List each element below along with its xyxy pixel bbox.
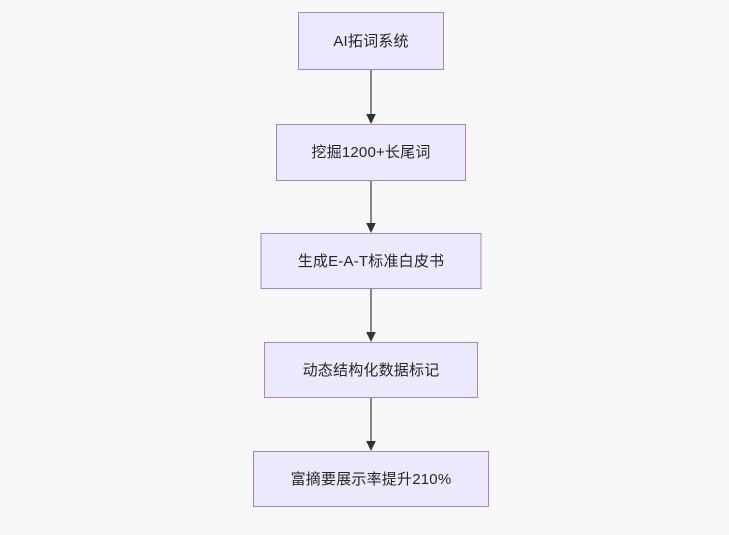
flow-node-label: AI拓词系统	[333, 32, 409, 50]
edge-n4-to-n5	[364, 398, 378, 451]
edge-n2-to-n3	[364, 181, 378, 233]
flow-node-generate-eat-whitepaper[interactable]: 生成E-A-T标准白皮书	[260, 233, 482, 289]
flow-node-label: 富摘要展示率提升210%	[290, 470, 452, 488]
flow-node-mine-longtail-keywords[interactable]: 挖掘1200+长尾词	[276, 124, 466, 181]
flow-node-label: 动态结构化数据标记	[302, 361, 440, 379]
flow-node-rich-snippet-impression-lift[interactable]: 富摘要展示率提升210%	[253, 451, 489, 507]
flow-node-ai-keyword-system[interactable]: AI拓词系统	[298, 12, 444, 70]
edge-n1-to-n2	[364, 70, 378, 124]
edge-n3-to-n4	[364, 289, 378, 342]
flow-node-dynamic-structured-data-markup[interactable]: 动态结构化数据标记	[264, 342, 478, 398]
flow-node-label: 生成E-A-T标准白皮书	[297, 252, 445, 270]
flow-node-label: 挖掘1200+长尾词	[311, 144, 431, 161]
